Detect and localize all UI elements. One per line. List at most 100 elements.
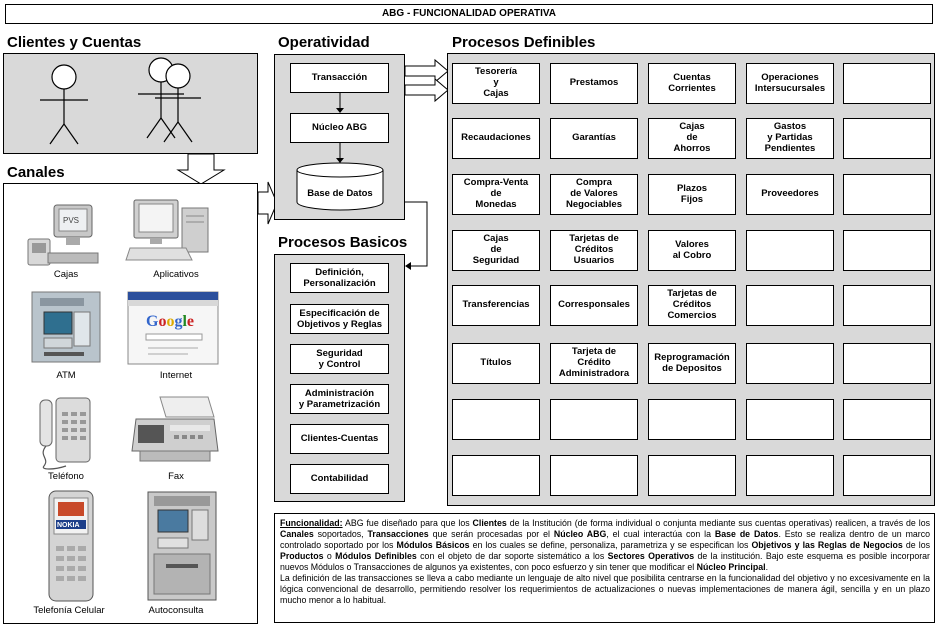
proceso-definible-label: Tarjeta de Crédito Administradora — [558, 346, 630, 379]
procesos-basicos-panel — [274, 254, 405, 502]
proceso-definible-label: Transferencias — [462, 299, 530, 311]
empty-proceso-cell — [843, 399, 931, 440]
empty-proceso-cell — [746, 343, 834, 384]
proceso-definible-label: Tarjetas de Créditos Usuarios — [569, 233, 619, 266]
empty-proceso-cell — [746, 455, 834, 496]
description-bold-term: Base de Datos — [714, 529, 779, 539]
proceso-definible-cell: Reprogramación de Depositos — [648, 343, 736, 384]
telephone-icon — [39, 397, 91, 470]
channel-label-autoconsulta: Autoconsulta — [148, 605, 204, 616]
description-paragraph-1: ABG fue diseñado para que los Clientes d… — [280, 518, 930, 572]
proceso-definible-label: Corresponsales — [558, 299, 630, 311]
proceso-definible-label: Cuentas Corrientes — [668, 71, 716, 94]
empty-proceso-cell — [843, 343, 931, 384]
channel-label-aplicativos: Aplicativos — [153, 269, 199, 280]
description-text-run: ABG fue diseñado para que los — [342, 518, 473, 528]
base-datos-label: Base de Datos — [307, 188, 373, 199]
description-bold-term: Objetivos y las Reglas de Negocios — [751, 540, 903, 550]
channel-label-telefono: Teléfono — [48, 471, 84, 482]
svg-text:PVS: PVS — [63, 216, 79, 225]
proceso-definible-label: Cajas de Seguridad — [472, 233, 520, 266]
mobile-phone-icon: NOKIA — [48, 490, 94, 602]
description-bold-term: Módulos Definibles — [335, 551, 417, 561]
proceso-definible-cell: Cajas de Ahorros — [648, 118, 736, 159]
channel-label-cajas: Cajas — [53, 269, 79, 280]
description-bold-term: Productos — [280, 551, 324, 561]
basico-especificacion: Especificación de Objetivos y Reglas — [290, 304, 389, 334]
customers-figures-icon — [40, 57, 201, 145]
proceso-definible-label: Operaciones Intersucursales — [754, 71, 826, 94]
fax-machine-icon — [131, 396, 219, 462]
proceso-definible-cell: Transferencias — [452, 285, 540, 326]
description-text-run: de la institución. Bajo este esquema es … — [280, 551, 930, 572]
proceso-definible-label: Compra-Venta de Monedas — [463, 177, 529, 210]
description-heading: Funcionalidad: — [280, 518, 343, 528]
description-bold-term: Núcleo ABG — [553, 529, 607, 539]
clientes-to-canales-arrow — [176, 153, 226, 185]
proceso-definible-cell: Títulos — [452, 343, 540, 384]
proceso-definible-cell: Tarjetas de Créditos Comercios — [648, 285, 736, 326]
description-bold-term: Clientes — [472, 518, 507, 528]
description-text-run: . Esto se realiza dentro de un marco con… — [280, 529, 931, 550]
proceso-definible-cell: Prestamos — [550, 63, 638, 104]
section-title-clientes: Clientes y Cuentas — [7, 34, 142, 51]
empty-proceso-cell — [843, 285, 931, 326]
empty-proceso-cell — [843, 455, 931, 496]
proceso-definible-cell: Tesorería y Cajas — [452, 63, 540, 104]
transaccion-box: Transacción — [290, 63, 389, 93]
description-bold-term: Módulos Básicos — [396, 540, 470, 550]
description-text-run: de la Institución (de forma individual o… — [506, 518, 930, 528]
funcionalidad-description: Funcionalidad: ABG fue diseñado para que… — [274, 513, 935, 623]
description-text-run: soportados, — [313, 529, 368, 539]
description-text-run: de los — [902, 540, 930, 550]
proceso-definible-cell: Operaciones Intersucursales — [746, 63, 834, 104]
database-icon — [296, 162, 384, 211]
proceso-definible-label: Reprogramación de Depositos — [654, 351, 730, 374]
proceso-definible-cell: Gastos y Partidas Pendientes — [746, 118, 834, 159]
proceso-definible-cell: Plazos Fijos — [648, 174, 736, 215]
description-text-run: o — [323, 551, 336, 561]
empty-proceso-cell — [648, 455, 736, 496]
svg-text:Google: Google — [146, 313, 194, 330]
proceso-definible-label: Valores al Cobro — [672, 238, 712, 261]
proceso-definible-cell: Proveedores — [746, 174, 834, 215]
proceso-definible-cell: Compra-Venta de Monedas — [452, 174, 540, 215]
clientes-panel — [3, 53, 258, 154]
desktop-computer-icon — [125, 199, 209, 261]
proceso-definible-cell: Tarjeta de Crédito Administradora — [550, 343, 638, 384]
nucleo-abg-box: Núcleo ABG — [290, 113, 389, 143]
channel-label-internet: Internet — [159, 370, 193, 381]
proceso-definible-label: Cajas de Ahorros — [673, 121, 711, 154]
kiosk-icon — [147, 491, 217, 601]
channel-label-telefonia-celular: Telefonía Celular — [33, 605, 105, 616]
description-bold-term: Transacciones — [367, 529, 429, 539]
atm-machine-icon — [31, 291, 101, 363]
description-bold-term: Sectores Operativos — [607, 551, 695, 561]
proceso-definible-cell: Cajas de Seguridad — [452, 230, 540, 271]
proceso-definible-label: Recaudaciones — [461, 132, 531, 144]
proceso-definible-cell: Cuentas Corrientes — [648, 63, 736, 104]
description-text-run: , el cual interactúa con la — [606, 529, 715, 539]
proceso-definible-label: Gastos y Partidas Pendientes — [764, 121, 816, 154]
section-title-procesos-definibles: Procesos Definibles — [452, 34, 596, 51]
proceso-definible-cell: Garantías — [550, 118, 638, 159]
channel-label-atm: ATM — [56, 370, 76, 381]
channel-label-fax: Fax — [168, 471, 184, 482]
description-text-run: . — [765, 562, 769, 572]
canales-arrow-shape — [257, 181, 278, 225]
empty-proceso-cell — [550, 399, 638, 440]
proceso-definible-label: Plazos Fijos — [676, 182, 708, 205]
proceso-definible-label: Compra de Valores Negociables — [566, 177, 622, 210]
basico-contabilidad: Contabilidad — [290, 464, 389, 494]
proceso-definible-label: Garantías — [572, 132, 616, 144]
section-title-procesos-basicos: Procesos Basicos — [278, 234, 408, 251]
cash-register-icon: PVS — [27, 204, 99, 266]
basico-definicion: Definición, Personalización — [290, 263, 389, 293]
empty-proceso-cell — [550, 455, 638, 496]
operatividad-to-definibles-arrows — [404, 58, 449, 103]
proceso-definible-cell: Corresponsales — [550, 285, 638, 326]
proceso-definible-cell: Compra de Valores Negociables — [550, 174, 638, 215]
empty-proceso-cell — [452, 455, 540, 496]
basico-clientes-cuentas: Clientes-Cuentas — [290, 424, 389, 454]
empty-proceso-cell — [746, 399, 834, 440]
